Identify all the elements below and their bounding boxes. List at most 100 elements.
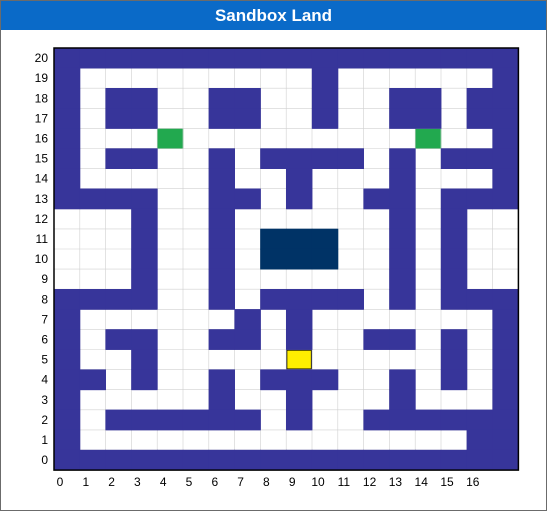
wall-cell [440,188,468,210]
wall-cell [79,369,106,391]
wall-cell [389,289,416,310]
wall-cell [440,369,468,391]
y-tick-label: 17 [35,111,49,125]
wall-cell [363,329,390,350]
wall-cell [389,148,416,169]
x-tick-label: 13 [389,475,403,489]
x-tick-label: 10 [311,475,325,489]
wall-cell [234,409,261,431]
wall-cell [131,409,158,431]
wall-cell [131,188,158,210]
wall-cell [389,369,416,391]
x-tick-label: 7 [237,475,244,489]
y-tick-label: 9 [41,272,48,286]
wall-cell [260,148,287,169]
wall-cell [105,188,132,210]
wall-cell [131,228,158,250]
wall-cell [492,389,519,411]
wall-cell [53,47,81,69]
x-tick-label: 12 [363,475,377,489]
wall-cell [440,47,468,69]
wall-cell [492,67,519,89]
wall-cell [466,148,493,169]
center-room-cell [311,228,339,250]
wall-cell [182,47,210,69]
wall-cell [389,208,416,230]
wall-cell [389,108,416,129]
wall-cell [208,148,235,169]
wall-cell [234,47,261,69]
wall-cell [105,47,132,69]
player-marker[interactable] [286,349,313,370]
wall-cell [466,409,493,431]
wall-cell [234,188,261,210]
y-tick-label: 6 [41,332,48,346]
wall-cell [105,409,132,431]
wall-cell [440,248,468,270]
y-tick-label: 2 [41,413,48,427]
wall-cell [492,188,519,210]
wall-cell [131,108,158,129]
wall-cell [234,88,261,109]
title-bar: Sandbox Land [1,1,546,30]
wall-cell [415,108,442,129]
wall-cell [466,47,493,69]
wall-cell [492,47,519,69]
wall-cell [440,349,468,370]
y-tick-label: 3 [41,393,48,407]
wall-cell [492,349,519,370]
wall-cell [53,369,81,391]
wall-cell [105,148,132,169]
wall-cell [492,449,519,471]
wall-cell [440,289,468,310]
wall-cell [131,268,158,290]
wall-cell [337,289,364,310]
wall-cell [182,409,210,431]
wall-cell [208,208,235,230]
wall-cell [440,409,468,431]
x-tick-label: 6 [211,475,218,489]
wall-cell [234,449,261,471]
y-tick-label: 14 [35,172,49,186]
wall-cell [260,369,287,391]
wall-cell [182,449,210,471]
wall-cell [234,309,261,330]
wall-cell [208,228,235,250]
wall-cell [208,188,235,210]
y-tick-label: 10 [35,252,49,266]
x-tick-label: 1 [82,475,89,489]
wall-cell [311,449,339,471]
wall-cell [389,449,416,471]
y-tick-label: 5 [41,353,48,367]
wall-cell [208,329,235,350]
y-tick-label: 16 [35,131,49,145]
wall-cell [260,47,287,69]
wall-cell [389,329,416,350]
wall-cell [208,88,235,109]
wall-cell [105,108,132,129]
wall-cell [389,228,416,250]
wall-cell [492,148,519,169]
wall-cell [440,449,468,471]
goal-tile[interactable] [415,128,442,149]
wall-cell [53,67,81,89]
wall-cell [286,309,313,330]
wall-cell [131,248,158,270]
wall-cell [492,409,519,431]
wall-cell [53,168,81,190]
y-tick-label: 18 [35,91,49,105]
x-tick-label: 8 [263,475,270,489]
wall-cell [286,148,313,169]
wall-cell [105,88,132,109]
wall-cell [286,369,313,391]
wall-cell [363,188,390,210]
goal-tile[interactable] [157,128,184,149]
wall-cell [311,369,339,391]
wall-cell [337,148,364,169]
wall-cell [53,289,81,310]
y-tick-label: 11 [36,232,49,246]
center-room-cell [286,228,313,250]
